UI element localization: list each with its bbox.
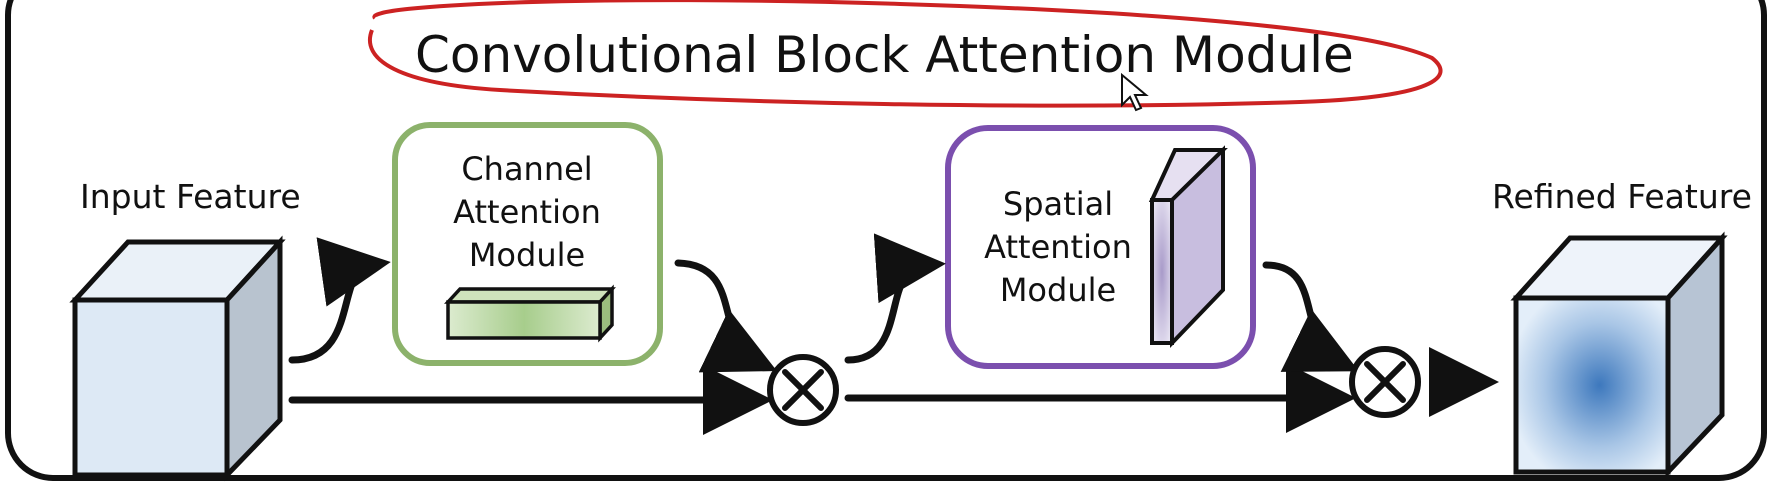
multiply-operator-2 [1349,346,1421,418]
spatial-attention-map [1148,145,1228,348]
arrow-channel-to-multiply [674,259,777,373]
spatial-module-line3: Module [1000,271,1116,309]
refined-feature-label: Refined Feature [1492,177,1752,216]
spatial-module-line1: Spatial [1003,185,1113,223]
arrow-input-to-channel [288,237,391,364]
multiply-operator-1 [767,354,839,426]
arrow-spatial-to-multiply [1262,261,1359,372]
input-feature-label: Input Feature [80,177,301,216]
input-feature-cube [69,235,286,482]
spatial-module-line2: Attention [984,228,1132,266]
channel-module-line3: Module [469,236,585,274]
refined-feature-cube [1510,231,1728,479]
channel-module-line1: Channel [461,150,592,188]
arrow-to-spatial [844,233,946,364]
outer-frame [5,0,1767,481]
page-title: Convolutional Block Attention Module [415,26,1354,84]
mouse-cursor-icon [1121,72,1149,112]
channel-module-line2: Attention [453,193,601,231]
channel-attention-vector [444,284,616,343]
title-annotation-ellipse [368,0,1443,108]
